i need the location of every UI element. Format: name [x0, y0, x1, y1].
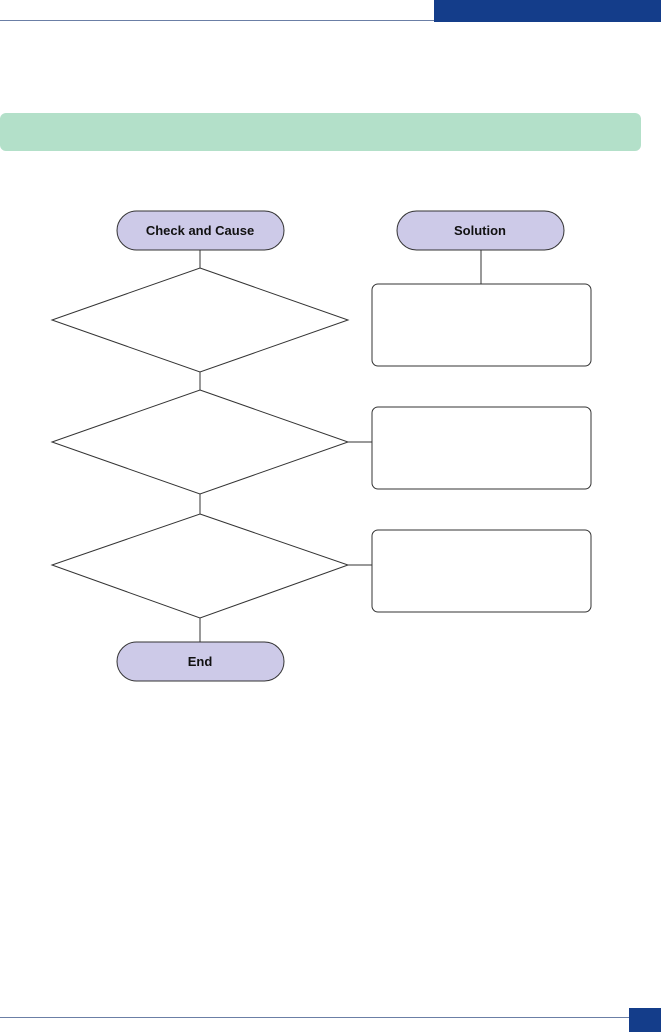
header-tab	[434, 0, 661, 22]
header-rule	[0, 20, 434, 21]
solution-box-2	[371, 406, 592, 490]
decision-diamond-1	[50, 267, 350, 373]
decision-diamond-2	[50, 389, 350, 495]
solution-box-3	[371, 529, 592, 613]
end-label: End	[188, 654, 213, 669]
footer-rule	[0, 1017, 629, 1018]
terminal-solution: Solution	[396, 210, 565, 251]
solution-label: Solution	[454, 223, 506, 238]
terminal-check-and-cause: Check and Cause	[116, 210, 285, 251]
check-and-cause-label: Check and Cause	[146, 223, 254, 238]
solution-box-1	[371, 283, 592, 367]
terminal-end: End	[116, 641, 285, 682]
decision-diamond-3	[50, 513, 350, 619]
footer-page-tab	[629, 1008, 661, 1032]
section-heading-band	[0, 113, 641, 151]
